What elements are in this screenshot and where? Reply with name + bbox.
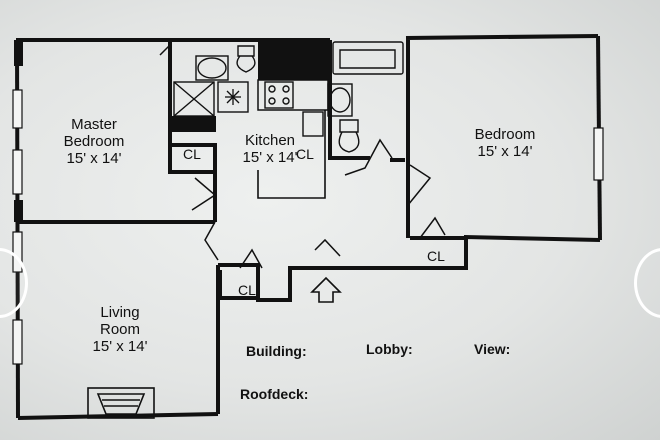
room-name-line2: Bedroom <box>63 133 125 150</box>
closet-label-kitchen: CL <box>296 146 314 162</box>
wall-closet-cl3 <box>218 270 258 300</box>
wall-master-right <box>168 40 217 222</box>
wall-closet-left <box>172 143 217 172</box>
window-icon <box>12 89 604 365</box>
room-name: Bedroom <box>474 126 536 143</box>
closet-label: CL <box>238 282 256 298</box>
left-wall-block <box>14 40 23 66</box>
view-label: View: <box>474 341 511 357</box>
wall-top-right <box>405 34 599 40</box>
wall-bottom-living <box>17 412 219 420</box>
fireplace-icon <box>87 387 155 419</box>
closet-wall-block <box>172 116 216 132</box>
wall-bottom-right <box>410 234 601 270</box>
entrance-arrow-icon <box>310 276 342 303</box>
room-master-bedroom: Master Bedroom 15' x 14' <box>54 116 134 167</box>
room-name: Kitchen <box>244 132 296 149</box>
room-living-room: Living Room 15' x 14' <box>80 304 160 355</box>
room-name-line1: Master <box>71 116 117 133</box>
lobby-label: Lobby: <box>366 341 413 357</box>
building-label: Building: <box>246 343 307 359</box>
stove-icon <box>264 81 294 109</box>
bathtub-icon <box>332 41 404 75</box>
room-kitchen: Kitchen 15' x 14' <box>230 132 310 166</box>
room-size: 15' x 14' <box>242 149 298 166</box>
room-size: 15' x 14' <box>66 150 122 167</box>
left-wall-block-2 <box>14 200 23 222</box>
sink-icon <box>197 57 227 79</box>
closet-label: CL <box>183 146 201 162</box>
room-size: 15' x 14' <box>477 143 533 160</box>
wall-kitchen-counter <box>257 110 326 199</box>
room-name-line2: Room <box>99 321 140 338</box>
room-name-line1: Living <box>100 304 140 321</box>
room-bedroom: Bedroom 15' x 14' <box>460 126 550 160</box>
closet-label: CL <box>427 248 445 264</box>
wall-kitchen-bottom <box>218 263 410 302</box>
room-size: 15' x 14' <box>92 338 148 355</box>
chimney-block <box>258 38 330 80</box>
toilet-icon <box>236 45 256 73</box>
roofdeck-label: Roofdeck: <box>240 386 309 402</box>
